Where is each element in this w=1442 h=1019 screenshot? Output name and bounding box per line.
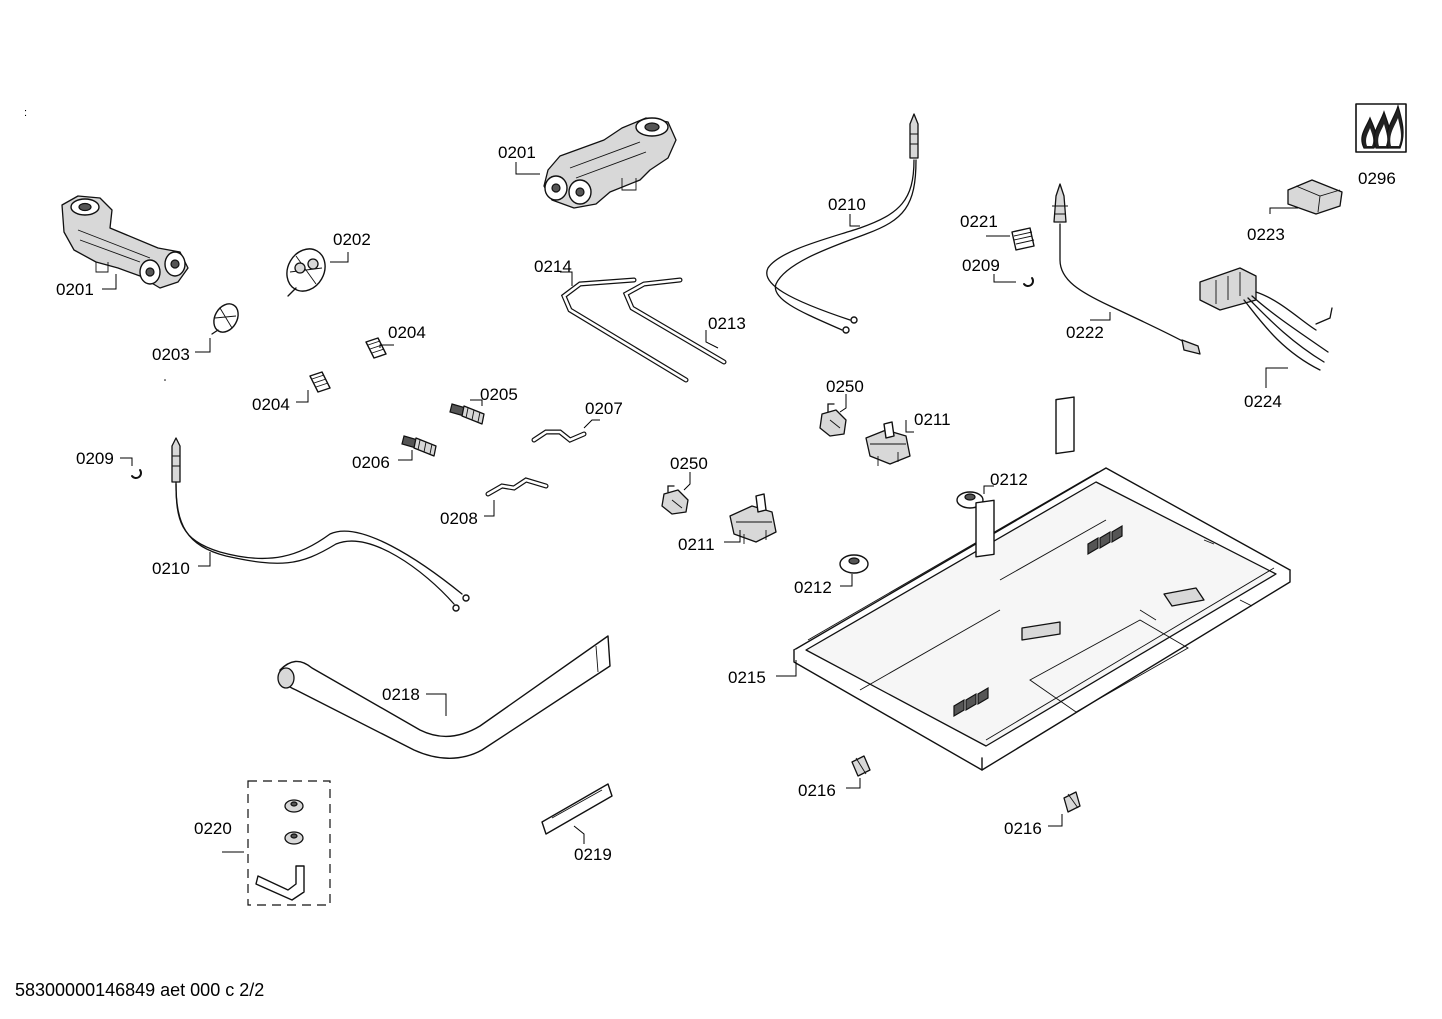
label-0201-top: 0201 (498, 143, 536, 162)
part-0203-small-cap[interactable] (209, 300, 243, 337)
part-0210-thermocouple-top[interactable] (766, 113, 919, 334)
part-0211-valve-top[interactable] (865, 421, 911, 466)
part-0218-gas-supply-tube[interactable] (277, 635, 611, 759)
label-0219: 0219 (574, 845, 612, 864)
part-0213-gas-pipe[interactable] (622, 277, 727, 365)
part-0212-cap-left[interactable] (839, 554, 869, 574)
document-id-footer: 58300000146849 aet 000 c 2/2 (15, 980, 265, 1000)
part-0201-top-valve-assembly[interactable] (543, 117, 677, 209)
part-0209-clip-left[interactable] (131, 469, 142, 479)
part-0220-connector-kit[interactable] (247, 780, 331, 906)
label-0210-top: 0210 (828, 195, 866, 214)
part-0206-connector[interactable] (401, 435, 437, 457)
label-0201-left: 0201 (56, 280, 94, 299)
label-0210-left: 0210 (152, 559, 190, 578)
part-0201-left-valve-assembly[interactable] (61, 195, 189, 289)
part-0224-wiring-harness[interactable] (1199, 267, 1333, 371)
label-0204-a: 0204 (388, 323, 426, 342)
part-0222-electrode[interactable] (1052, 183, 1201, 355)
label-0224: 0224 (1244, 392, 1282, 411)
part-0204-spring-b[interactable] (309, 371, 331, 393)
part-0207-pipe[interactable] (531, 429, 587, 443)
part-0210-thermocouple-left[interactable] (171, 437, 470, 612)
part-0216-bracket-left[interactable] (851, 755, 871, 777)
label-0202: 0202 (333, 230, 371, 249)
label-0209-left: 0209 (76, 449, 114, 468)
part-0205-connector[interactable] (449, 403, 485, 425)
label-0216-left: 0216 (798, 781, 836, 800)
label-0296: 0296 (1358, 169, 1396, 188)
label-0223: 0223 (1247, 225, 1285, 244)
label-0216-right: 0216 (1004, 819, 1042, 838)
label-0209-right: 0209 (962, 256, 1000, 275)
label-0208: 0208 (440, 509, 478, 528)
part-0250-igniter-top[interactable] (819, 403, 847, 437)
label-0205: 0205 (480, 385, 518, 404)
part-0216-bracket-right[interactable] (1063, 791, 1081, 813)
label-0211-bottom: 0211 (678, 535, 715, 554)
label-0250-top: 0250 (826, 377, 864, 396)
label-0212-left: 0212 (794, 578, 832, 597)
part-0211-valve-bottom[interactable] (729, 493, 777, 544)
label-0221: 0221 (960, 212, 998, 231)
label-0222: 0222 (1066, 323, 1104, 342)
part-0250-igniter-bottom[interactable] (661, 485, 689, 515)
part-0223-switch[interactable] (1287, 179, 1343, 215)
label-0213: 0213 (708, 314, 746, 333)
label-0220: 0220 (194, 819, 232, 838)
label-0207: 0207 (585, 399, 623, 418)
label-0204-b: 0204 (252, 395, 290, 414)
corner-mark: : (24, 107, 27, 119)
part-0202-burner-cap[interactable] (279, 242, 332, 298)
part-0219-rail[interactable] (541, 783, 613, 835)
part-0204-spring-a[interactable] (365, 337, 387, 359)
label-0215: 0215 (728, 668, 766, 687)
label-0214: 0214 (534, 257, 572, 276)
part-0214-gas-pipe[interactable] (560, 277, 689, 383)
part-0208-pipe[interactable] (485, 477, 549, 497)
label-0206: 0206 (352, 453, 390, 472)
label-0212-right: 0212 (990, 470, 1028, 489)
gas-flame-symbol-icon (1355, 103, 1407, 153)
label-0250-bottom: 0250 (670, 454, 708, 473)
label-0218: 0218 (382, 685, 420, 704)
label-0203: 0203 (152, 345, 190, 364)
part-0209-clip-right[interactable] (1023, 277, 1034, 287)
part-0221-spring[interactable] (1011, 227, 1035, 251)
stray-dot (164, 379, 166, 381)
label-0211-top: 0211 (914, 410, 951, 429)
part-0215-base-tray[interactable] (793, 396, 1291, 771)
